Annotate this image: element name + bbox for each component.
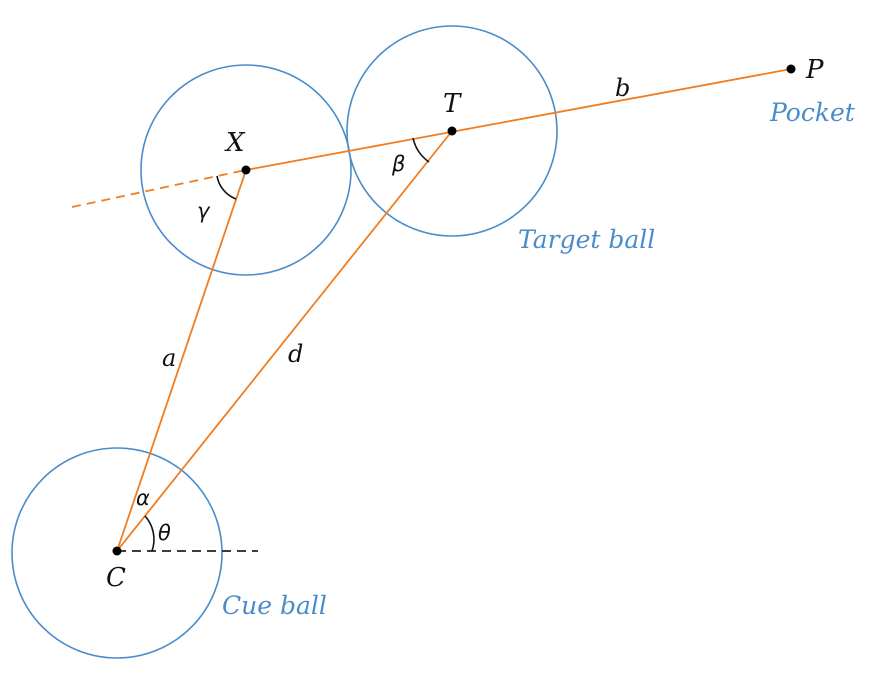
ghost-ball-circle bbox=[140, 64, 352, 276]
angle-alpha-label: α bbox=[136, 486, 150, 510]
point-t-dot bbox=[447, 126, 457, 136]
angle-gamma-label: γ bbox=[197, 199, 211, 223]
angle-theta-label: θ bbox=[158, 521, 171, 545]
cue-ball-circle bbox=[11, 447, 223, 659]
aim-line-extension bbox=[71, 169, 247, 208]
point-p-label: P bbox=[805, 55, 824, 85]
line-x-to-pocket bbox=[245, 68, 792, 171]
angle-beta-arc bbox=[412, 137, 430, 163]
point-t-label: T bbox=[443, 89, 462, 119]
segment-a-label: a bbox=[162, 344, 176, 372]
segment-d bbox=[116, 130, 453, 552]
pocket-label: Pocket bbox=[769, 98, 856, 127]
angle-beta-label: β bbox=[391, 152, 405, 176]
point-x-dot bbox=[241, 165, 251, 175]
point-x-label: X bbox=[224, 128, 246, 158]
point-p-dot bbox=[786, 64, 796, 74]
target-ball-circle bbox=[346, 25, 558, 237]
segment-d-label: d bbox=[288, 340, 303, 368]
segment-b-label: b bbox=[615, 74, 630, 102]
angle-theta-arc bbox=[144, 515, 155, 552]
segment-a bbox=[116, 169, 247, 552]
point-c-label: C bbox=[106, 563, 126, 593]
angle-gamma-arc bbox=[216, 175, 237, 200]
point-c-dot bbox=[112, 546, 122, 556]
target-ball-label: Target ball bbox=[518, 225, 655, 254]
cue-ball-label: Cue ball bbox=[222, 591, 327, 620]
